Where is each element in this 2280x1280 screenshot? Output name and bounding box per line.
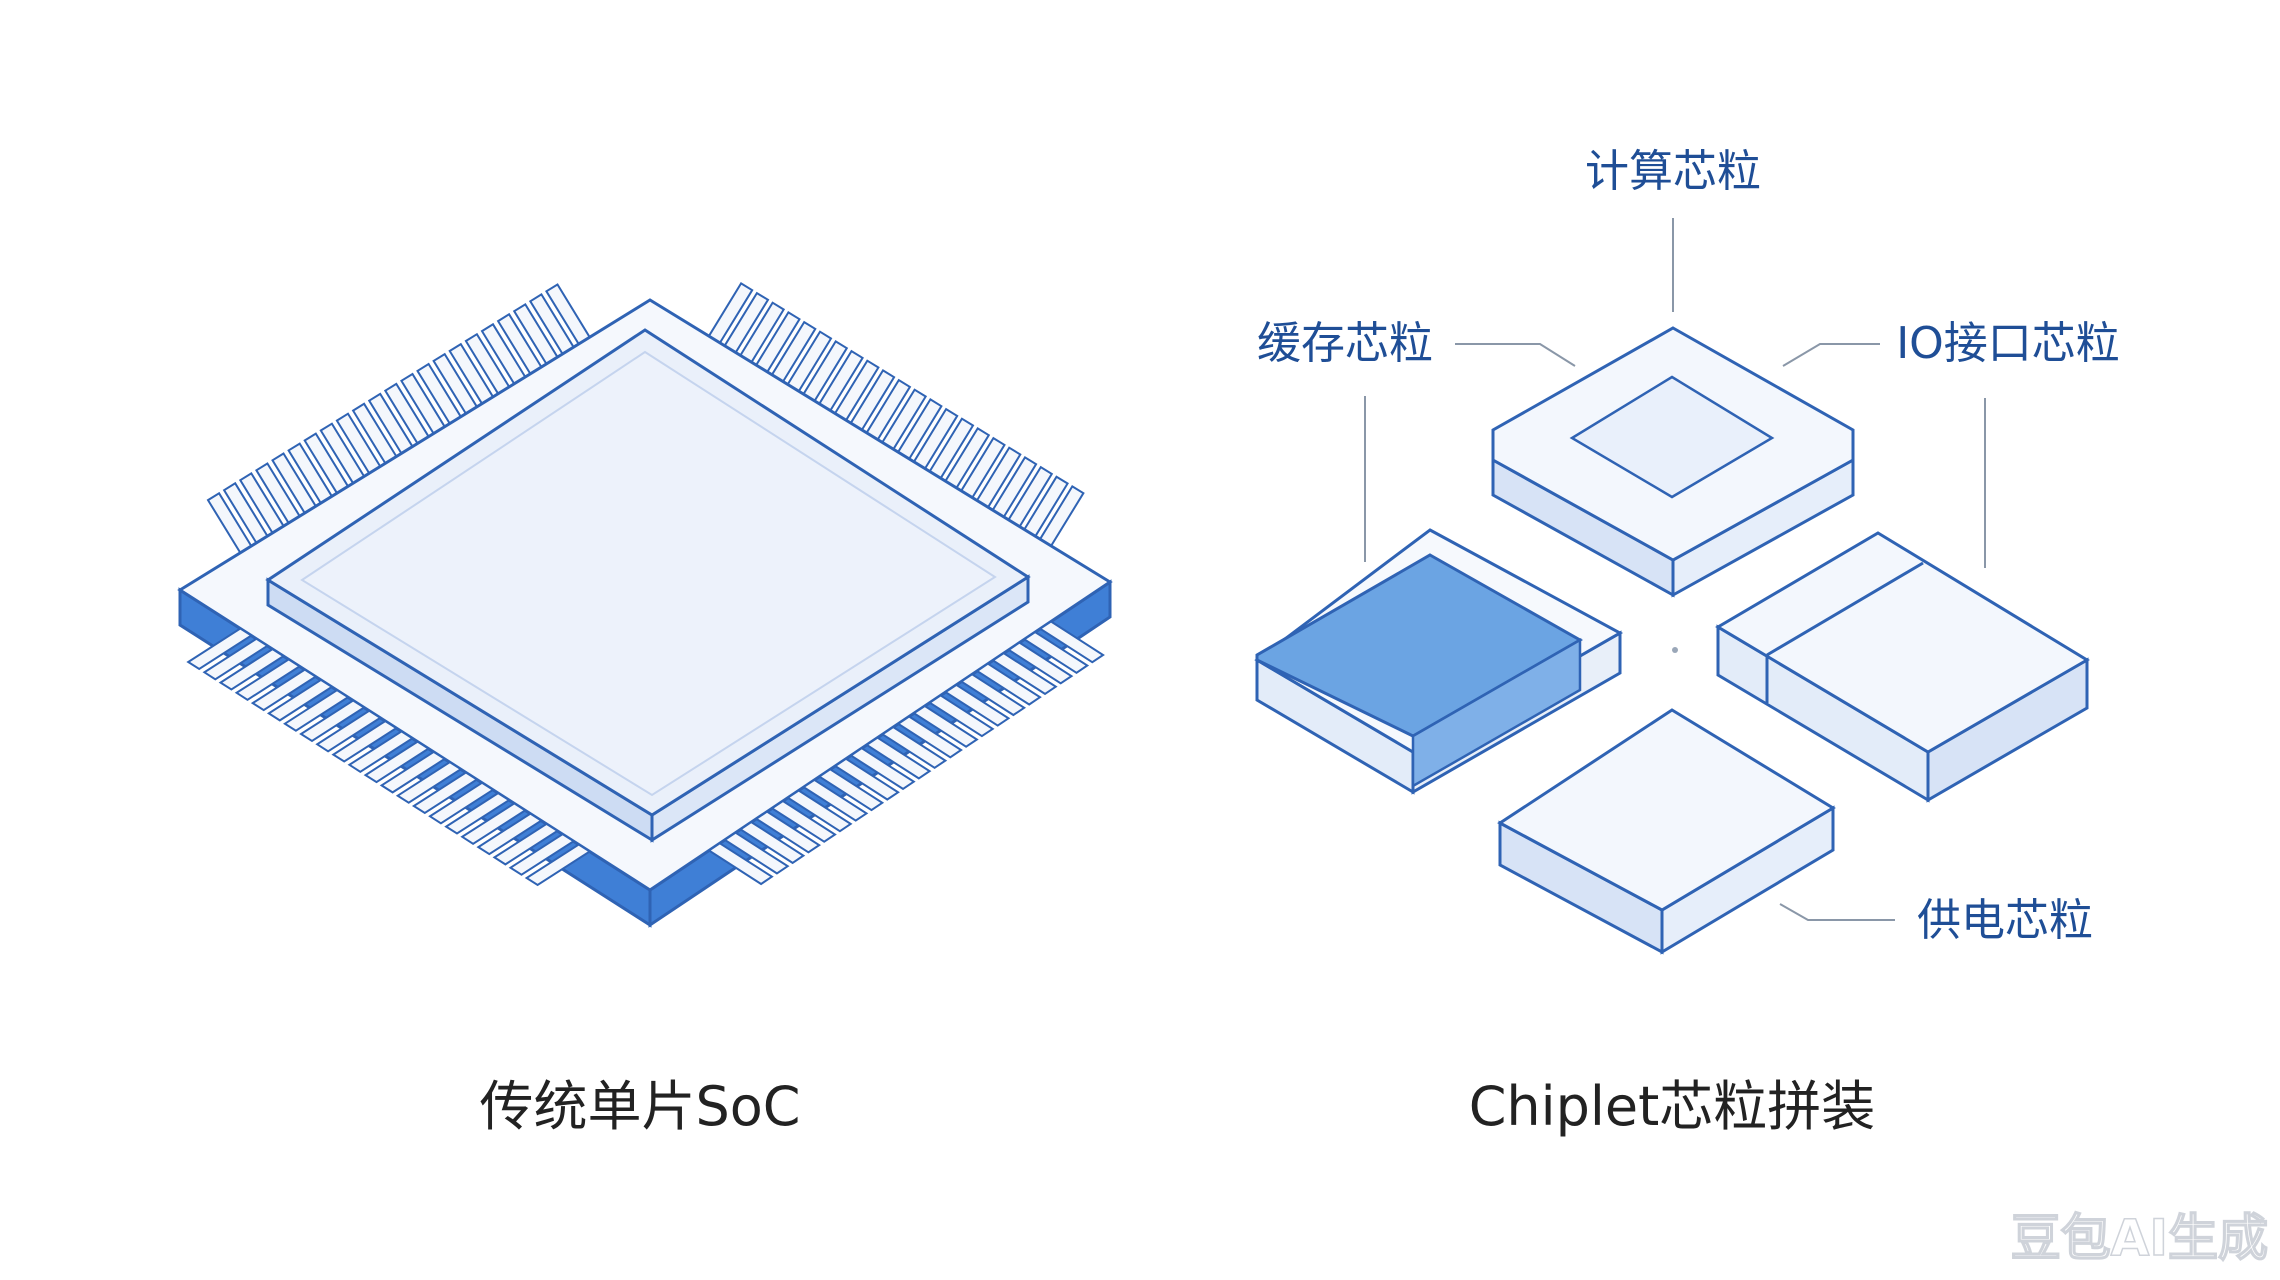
- center-dot: [1672, 647, 1678, 653]
- soc-pin-front-right: [959, 673, 1027, 717]
- soc-pin-front-left: [508, 833, 576, 876]
- soc-pin-front-right: [943, 683, 1011, 727]
- power-chiplet-top: [1497, 708, 1836, 912]
- soc-pin-front-left: [524, 843, 592, 887]
- soc-pins-front: [186, 620, 1105, 887]
- io-chiplet-top: [1715, 531, 2090, 754]
- soc-pin-front-right: [896, 715, 963, 759]
- watermark-logo: 豆包AI生成: [2011, 1209, 2268, 1267]
- soc-pin-front-right: [786, 789, 853, 833]
- soc-pin-front-left: [428, 781, 495, 825]
- leader-lines: [1364, 218, 1986, 921]
- soc-pin-front-left: [363, 740, 431, 784]
- io-chiplet: [1715, 531, 2090, 803]
- soc-pin-front-right: [801, 778, 869, 822]
- chiplet-assembly: [1254, 326, 2090, 955]
- power-chiplet: [1497, 708, 1836, 955]
- soc-pin-front-left: [234, 658, 302, 701]
- soc-pin-front-left: [331, 719, 399, 763]
- soc-pin-front-right: [707, 842, 774, 886]
- soc-die-inner-highlight: [300, 350, 997, 797]
- soc-pin-front-right: [754, 810, 822, 854]
- soc-pin-front-right: [975, 662, 1042, 706]
- cache-chiplet-block-front: [1411, 637, 1582, 789]
- soc-pin-front-left: [266, 678, 334, 722]
- soc-pin-front-right: [849, 747, 916, 791]
- soc-pin-front-left: [250, 668, 318, 712]
- soc-pins-back: [206, 282, 1085, 555]
- soc-pin-front-right: [1022, 630, 1090, 674]
- soc-pin-front-right: [880, 725, 948, 769]
- soc-pin-front-right: [738, 820, 806, 865]
- soc-pin-front-left: [186, 627, 254, 671]
- cache-leader-line: [1455, 343, 1576, 367]
- soc-pin-front-right: [817, 768, 885, 812]
- soc-pin-front-left: [492, 822, 560, 866]
- soc-pin-front-right: [1006, 641, 1074, 685]
- compute-chiplet: [1491, 326, 1855, 598]
- cache-chiplet-memory-block: [1255, 553, 1584, 738]
- soc-pin-front-left: [411, 771, 479, 815]
- soc-pin-front-left: [444, 791, 511, 835]
- io-chiplet-label: IO接口芯粒: [1896, 318, 2120, 369]
- soc-pin-front-right: [1038, 620, 1105, 664]
- soc-pin-front-left: [379, 750, 447, 794]
- soc-pin-front-right: [833, 757, 900, 801]
- cache-chiplet-label: 缓存芯粒: [1257, 318, 1433, 369]
- io-leader-line: [1782, 343, 1880, 367]
- soc-pin-front-left: [460, 802, 528, 845]
- power-leader-line: [1779, 903, 1895, 921]
- soc-pin-front-left: [299, 699, 366, 743]
- soc-pin-front-right: [770, 799, 837, 843]
- soc-pin-front-left: [202, 637, 270, 681]
- chiplet-caption: Chiplet芯粒拼装: [1469, 1075, 1876, 1138]
- soc-pin-front-left: [476, 812, 544, 856]
- soc-pin-front-right: [991, 652, 1058, 696]
- monolithic-soc-chip: [177, 282, 1113, 928]
- soc-pin-front-right: [722, 831, 790, 875]
- compute-chiplet-label: 计算芯粒: [1585, 146, 1761, 197]
- soc-pin-front-right: [864, 736, 932, 780]
- soc-pin-front-right: [927, 694, 995, 738]
- soc-pin-front-right: [912, 704, 979, 748]
- power-chiplet-label: 供电芯粒: [1917, 895, 2093, 946]
- soc-pin-front-left: [218, 647, 286, 691]
- compute-chiplet-core: [1569, 375, 1775, 499]
- soc-pin-front-left: [347, 730, 415, 773]
- soc-pin-front-left: [315, 709, 383, 753]
- io-chiplet-divider-top: [1766, 561, 1924, 657]
- soc-pin-front-left: [283, 689, 350, 732]
- soc-caption: 传统单片SoC: [479, 1075, 800, 1138]
- cache-chiplet: [1254, 528, 1624, 795]
- soc-pin-front-left: [395, 761, 463, 804]
